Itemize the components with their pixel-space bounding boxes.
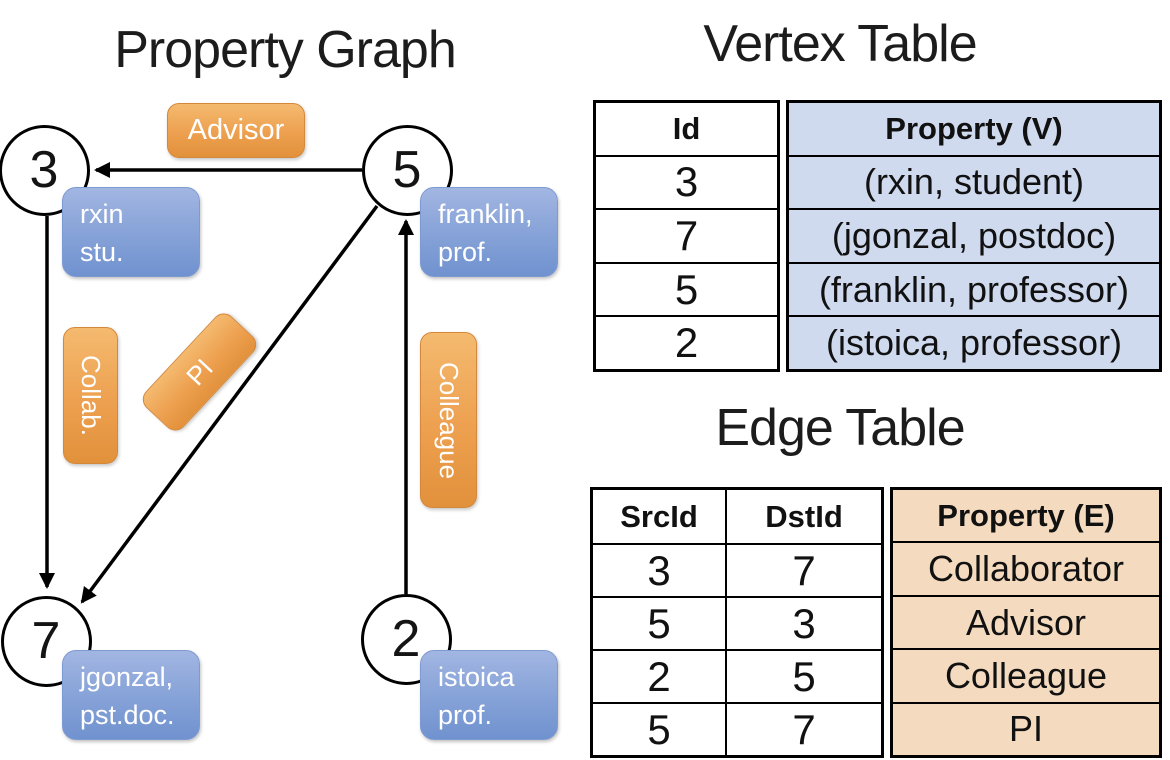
vertex-node-5: 5 bbox=[361, 124, 453, 216]
edge-label-text: Advisor bbox=[187, 114, 285, 146]
table-cell: Colleague bbox=[893, 648, 1159, 702]
edge-table-header-dstid: DstId bbox=[725, 490, 881, 543]
edge-label-collab: Collab. bbox=[63, 327, 118, 464]
table-cell: 3 bbox=[725, 596, 881, 649]
table-cell: 5 bbox=[596, 261, 777, 316]
table-cell: (jgonzal, postdoc) bbox=[789, 208, 1159, 262]
table-cell: 3 bbox=[593, 543, 725, 596]
property-graph-title: Property Graph bbox=[114, 21, 457, 79]
edge-label-text: Collab. bbox=[76, 355, 106, 436]
vertex-property-line: jgonzal, bbox=[80, 662, 174, 692]
vertex-node-2: 2 bbox=[360, 593, 452, 685]
table-cell: PI bbox=[893, 701, 1159, 756]
vertex-node-2-id: 2 bbox=[391, 610, 421, 668]
table-cell: 2 bbox=[593, 649, 725, 702]
graph-edges-svg bbox=[39, 162, 414, 604]
edge-table-header-property: Property (E) bbox=[893, 490, 1159, 542]
edge-arrow-5-to-7 bbox=[80, 204, 379, 604]
vertex-property-line: istoica bbox=[438, 662, 515, 692]
vertex-property-box-franklin: franklin, prof. bbox=[420, 187, 558, 277]
table-cell: 2 bbox=[596, 315, 777, 369]
vertex-table-property-column: Property (V) (rxin, student) (jgonzal, p… bbox=[786, 100, 1162, 372]
vertex-table-title: Vertex Table bbox=[703, 15, 977, 73]
vertex-table-id-column: Id 3 7 5 2 bbox=[593, 100, 780, 372]
vertex-property-line: rxin bbox=[80, 199, 124, 229]
vertex-property-line: stu. bbox=[80, 237, 124, 267]
table-cell: (istoica, professor) bbox=[789, 315, 1159, 369]
property-graph-pane: Property Graph 3 5 7 2 rxin stu. bbox=[0, 21, 558, 740]
vertex-table-header-property: Property (V) bbox=[789, 103, 1159, 155]
vertex-property-box-rxin: rxin stu. bbox=[62, 187, 200, 277]
vertex-property-line: pst.doc. bbox=[80, 700, 175, 730]
vertex-node-7-id: 7 bbox=[31, 612, 61, 670]
table-cell: 5 bbox=[593, 702, 725, 755]
vertex-node-3-id: 3 bbox=[29, 141, 59, 199]
vertex-node-5-id: 5 bbox=[392, 141, 422, 199]
table-cell: (rxin, student) bbox=[789, 154, 1159, 209]
edge-table-title: Edge Table bbox=[715, 399, 965, 457]
edge-table-header-srcid: SrcId bbox=[620, 498, 698, 534]
table-cell: 3 bbox=[596, 154, 777, 209]
vertex-property-line: franklin, bbox=[438, 199, 533, 229]
edge-label-text: PI bbox=[179, 352, 219, 391]
edge-label-text: Colleague bbox=[434, 361, 464, 479]
table-cell: 5 bbox=[593, 596, 725, 649]
vertex-property-line: prof. bbox=[438, 237, 493, 267]
table-cell: 7 bbox=[725, 543, 881, 596]
edge-label-colleague: Colleague bbox=[420, 332, 477, 508]
table-cell: Advisor bbox=[893, 594, 1159, 649]
edge-table-property-column: Property (E) Collaborator Advisor Collea… bbox=[890, 487, 1162, 758]
table-cell: (franklin, professor) bbox=[789, 261, 1159, 316]
table-cell: 7 bbox=[596, 208, 777, 262]
vertex-property-line: prof. bbox=[438, 700, 493, 730]
edge-label-advisor: Advisor bbox=[167, 103, 305, 158]
vertex-property-box-jgonzal: jgonzal, pst.doc. bbox=[62, 650, 200, 740]
table-cell: 7 bbox=[725, 702, 881, 755]
vertex-property-box-istoica: istoica prof. bbox=[420, 650, 558, 740]
edge-table-id-columns: SrcId DstId 3 7 5 3 2 5 5 7 bbox=[590, 487, 884, 758]
table-cell: 5 bbox=[725, 649, 881, 702]
table-cell: Collaborator bbox=[893, 541, 1159, 595]
vertex-table-header-id: Id bbox=[672, 110, 701, 146]
